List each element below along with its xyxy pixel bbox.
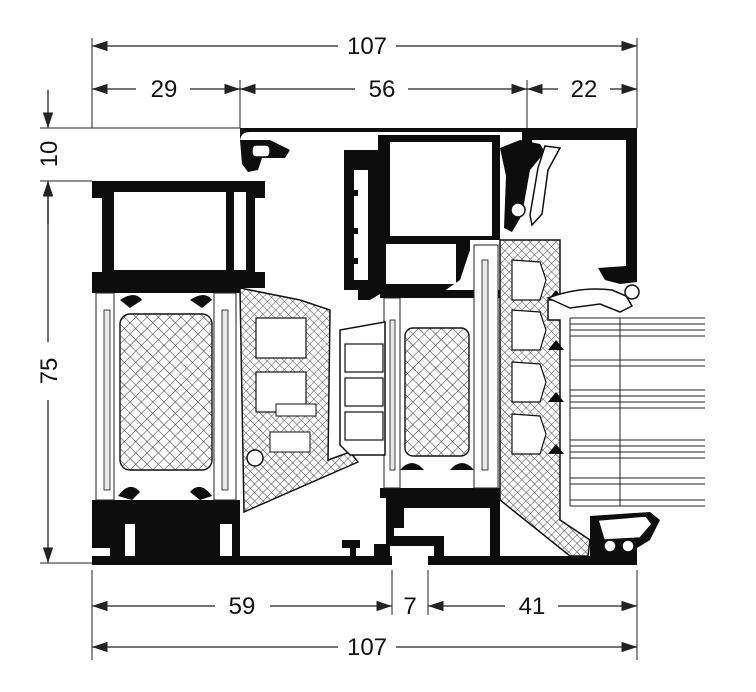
top-left-gasket [240, 140, 290, 172]
dimension-top-left: 29 [92, 76, 241, 128]
dim-label-top-middle: 56 [369, 76, 396, 103]
left-glazing-unit [92, 285, 240, 512]
dimension-top-right: 22 [527, 76, 637, 103]
left-sash-top-chamber [92, 181, 265, 288]
right-insulation-block [499, 239, 591, 557]
dim-label-top-overall: 107 [347, 33, 387, 60]
center-thermal-insert [339, 321, 386, 456]
dim-label-bottom-right: 41 [519, 593, 546, 620]
center-glazing-unit [380, 244, 502, 498]
dim-label-bottom-left: 59 [229, 593, 256, 620]
right-glazing-panes [569, 317, 705, 507]
dim-label-left-top: 10 [36, 141, 63, 168]
dim-label-bottom-overall: 107 [347, 634, 387, 661]
dimension-bottom-split: 59 7 41 [91, 570, 638, 660]
right-frame-clip [500, 140, 562, 232]
dimension-left-main: 75 [36, 181, 92, 564]
left-sash-bottom-chamber [92, 512, 392, 565]
dimension-top-middle: 56 [240, 76, 528, 128]
center-sash-profile [344, 135, 500, 300]
dim-label-top-right: 22 [571, 76, 598, 103]
right-top-gasket [546, 266, 640, 313]
dim-label-top-left: 29 [151, 76, 178, 103]
dim-label-left-main: 75 [36, 358, 63, 385]
dimension-top-overall: 107 [91, 33, 638, 128]
left-thermal-break [239, 287, 360, 514]
center-bottom-profile [342, 498, 637, 565]
right-bottom-gasket [590, 512, 660, 556]
dim-label-bottom-gap: 7 [403, 593, 416, 620]
dimension-bottom-overall: 107 [92, 634, 637, 661]
